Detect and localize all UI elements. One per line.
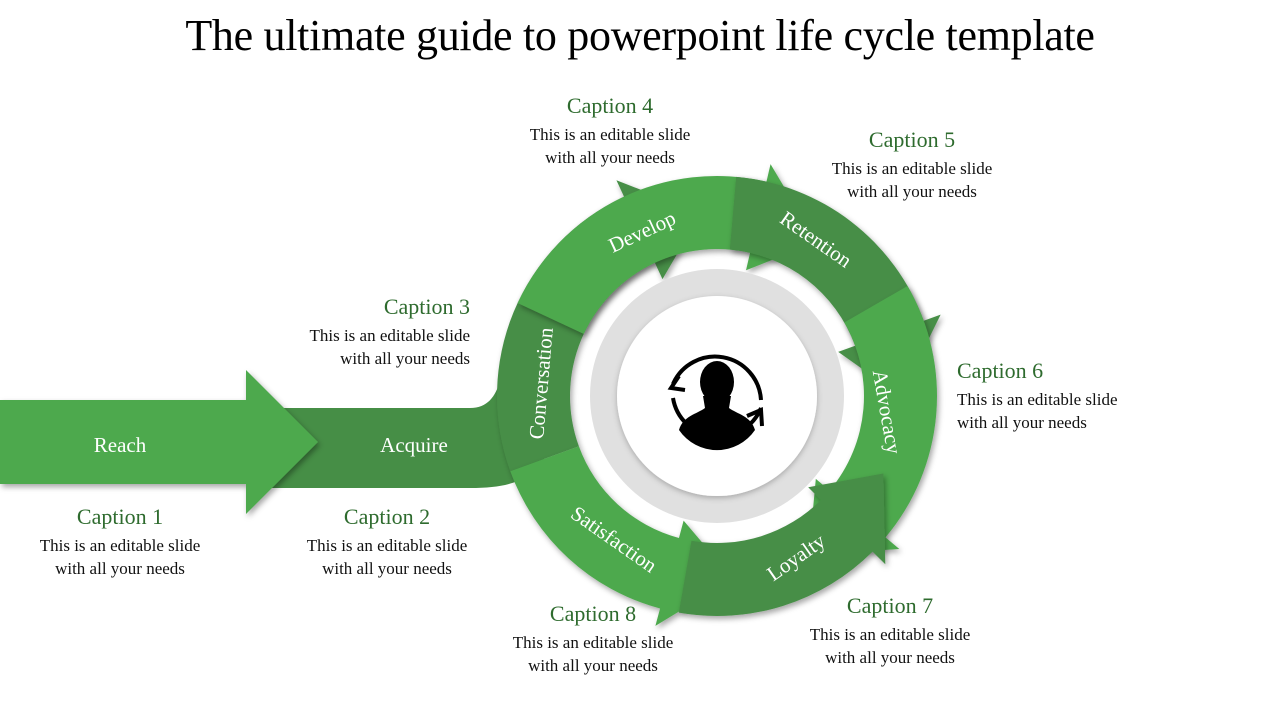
caption-5-title: Caption 5 <box>868 127 956 152</box>
caption-8-line1: This is an editable slide <box>512 633 674 652</box>
caption-7-line1: This is an editable slide <box>809 625 971 644</box>
reach-arrow <box>0 370 318 514</box>
satisfaction-arrow <box>510 446 733 626</box>
stage-label-acquire: Acquire <box>380 433 448 457</box>
caption-2-line2: with all your needs <box>322 559 452 578</box>
caption-6-line1: This is an editable slide <box>957 390 1118 409</box>
caption-3-title: Caption 3 <box>383 294 470 319</box>
caption-3: Caption 3 This is an editable slide with … <box>230 294 470 370</box>
caption-1-line1: This is an editable slide <box>39 536 201 555</box>
caption-8-title: Caption 8 <box>549 601 637 626</box>
slide-title: The ultimate guide to powerpoint life cy… <box>185 11 1095 60</box>
acquire-arrow <box>270 360 560 488</box>
caption-2: Caption 2 This is an editable slide with … <box>267 504 507 580</box>
user-cycle-icon <box>667 354 764 451</box>
caption-1: Caption 1 This is an editable slide with … <box>0 504 240 580</box>
caption-1-title: Caption 1 <box>76 504 164 529</box>
caption-6: Caption 6 This is an editable slide with … <box>957 358 1197 434</box>
caption-3-line1: This is an editable slide <box>309 326 470 345</box>
caption-3-line2: with all your needs <box>340 349 470 368</box>
caption-5-line2: with all your needs <box>847 182 977 201</box>
caption-8-line2: with all your needs <box>528 656 658 675</box>
caption-4-line2: with all your needs <box>545 148 675 167</box>
caption-7: Caption 7 This is an editable slide with … <box>770 593 1010 669</box>
caption-8: Caption 8 This is an editable slide with … <box>473 601 713 677</box>
caption-4: Caption 4 This is an editable slide with … <box>490 93 730 169</box>
caption-7-line2: with all your needs <box>825 648 955 667</box>
caption-6-line2: with all your needs <box>957 413 1087 432</box>
caption-4-line1: This is an editable slide <box>529 125 691 144</box>
caption-1-line2: with all your needs <box>55 559 185 578</box>
caption-2-line1: This is an editable slide <box>306 536 468 555</box>
caption-4-title: Caption 4 <box>566 93 654 118</box>
caption-6-title: Caption 6 <box>957 358 1044 383</box>
caption-7-title: Caption 7 <box>846 593 934 618</box>
caption-2-title: Caption 2 <box>343 504 431 529</box>
stage-label-reach: Reach <box>94 433 147 457</box>
loyalty-arrow <box>678 473 886 616</box>
caption-5: Caption 5 This is an editable slide with … <box>792 127 1032 203</box>
caption-5-line1: This is an editable slide <box>831 159 993 178</box>
